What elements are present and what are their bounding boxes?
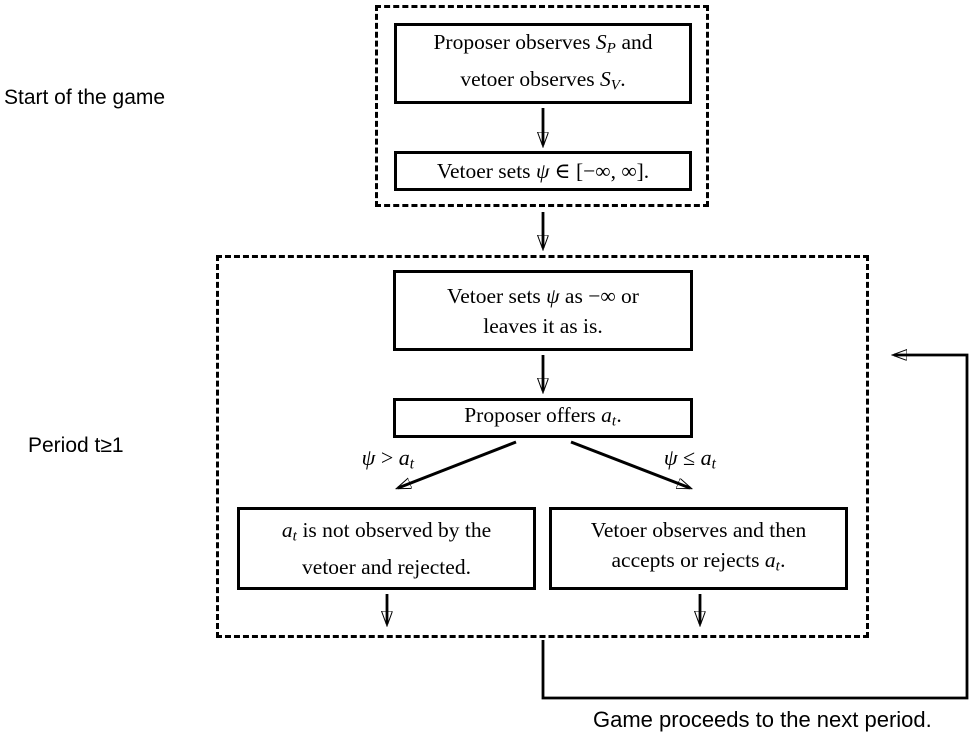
node-not-observed-rejected: at is not observed by the vetoer and rej… [237,507,536,590]
node-reset-psi: Vetoer sets ψ as −∞ or leaves it as is. [393,270,693,351]
node-line: leaves it as is. [483,313,603,338]
start-of-game-label: Start of the game [4,86,166,109]
node-line: Vetoer sets ψ ∈ [−∞, ∞]. [436,159,650,183]
node-line: vetoer and rejected. [302,554,471,579]
node-line: Vetoer observes and then [590,518,807,543]
node-line: Vetoer sets ψ as −∞ or [447,283,639,308]
branch-label-psi-le-at: ψ ≤ at [663,445,717,473]
start-phase-container [375,5,709,207]
branch-label-psi-gt-at: ψ > at [361,445,415,473]
next-period-label: Game proceeds to the next period. [593,707,932,732]
node-line: accepts or rejects at. [611,548,786,575]
node-line: Proposer offers at. [464,402,622,430]
node-observe-signals: Proposer observes SP and vetoer observes… [394,23,692,104]
period-label: Period t≥1 [28,434,124,457]
node-set-psi: Vetoer sets ψ ∈ [−∞, ∞]. [394,151,692,191]
node-line: vetoer observes SV. [460,66,626,93]
node-proposer-offer: Proposer offers at. [393,398,693,438]
node-line: at is not observed by the [281,518,492,545]
node-observed-accept-reject: Vetoer observes and then accepts or reje… [549,507,848,590]
node-line: Proposer observes SP and [433,30,653,57]
period-phase-container [216,255,869,638]
